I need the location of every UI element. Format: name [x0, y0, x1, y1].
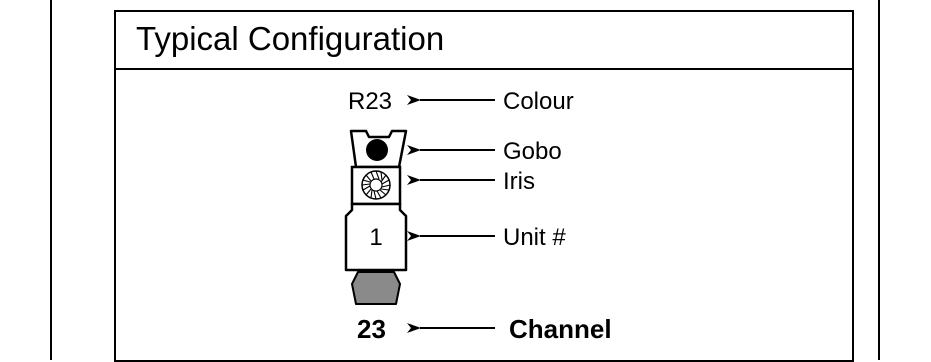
page-rule-left — [50, 0, 52, 360]
iris-icon — [361, 170, 391, 200]
unit-value: 1 — [369, 224, 382, 251]
panel-title: Typical Configuration — [136, 20, 445, 57]
channel-value: 23 — [357, 314, 386, 344]
iris-label: Iris — [503, 168, 535, 195]
unit-body — [344, 202, 408, 272]
gobo-dot-icon — [366, 139, 388, 161]
configuration-panel: Typical Configuration — [114, 10, 854, 362]
gobo-label: Gobo — [503, 138, 562, 165]
page-rule-right — [878, 0, 880, 360]
panel-header: Typical Configuration — [116, 12, 852, 70]
lens-icon — [351, 271, 401, 305]
colour-value: R23 — [348, 88, 392, 115]
unit-label: Unit # — [503, 224, 566, 251]
channel-label: Channel — [509, 314, 612, 344]
colour-label: Colour — [503, 88, 574, 115]
